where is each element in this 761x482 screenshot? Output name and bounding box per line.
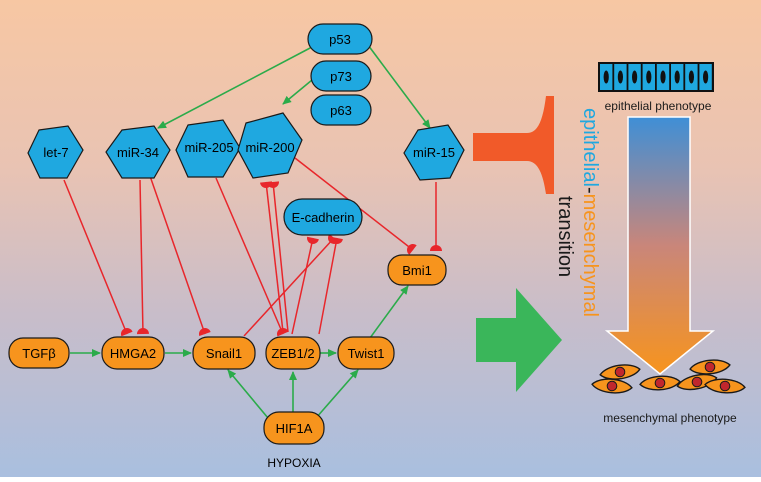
edge-mir15-bmi1 xyxy=(430,182,442,251)
edge-mir200-zeb-b xyxy=(267,181,289,333)
epithelial-cells-icon xyxy=(598,62,714,92)
node-hif1a-label: HIF1A xyxy=(276,421,313,436)
edge-let7-hmga2 xyxy=(63,179,133,337)
edge-p73-mir200 xyxy=(282,79,313,105)
node-tgfb[interactable]: TGFβ xyxy=(8,337,70,369)
node-mir34-label: miR-34 xyxy=(117,145,159,160)
node-snail1-label: Snail1 xyxy=(206,346,242,361)
transition-vertical-label: transition xyxy=(554,196,576,277)
node-mir205[interactable]: miR-205 xyxy=(175,119,241,178)
mesenchymal-phenotype-label: mesenchymal phenotype xyxy=(603,411,737,425)
edge-p53-mir34 xyxy=(157,46,313,129)
node-hmga2-label: HMGA2 xyxy=(110,346,156,361)
node-mir205-label: miR-205 xyxy=(184,140,233,155)
node-p63-label: p63 xyxy=(330,103,352,118)
node-let7[interactable]: let-7 xyxy=(27,125,84,179)
emt-inhibition-arrow xyxy=(473,96,554,194)
node-zeb12-label: ZEB1/2 xyxy=(271,346,314,361)
node-tgfb-label: TGFβ xyxy=(22,346,55,361)
node-p73[interactable]: p73 xyxy=(310,60,372,92)
blue-nodes: p53 p73 p63 let-7 miR-34 miR-205 miR-200 xyxy=(27,23,465,236)
node-ecadherin-label: E-cadherin xyxy=(292,210,355,225)
node-mir200-label: miR-200 xyxy=(245,140,294,155)
node-mir15[interactable]: miR-15 xyxy=(403,124,465,181)
node-p73-label: p73 xyxy=(330,69,352,84)
node-zeb12[interactable]: ZEB1/2 xyxy=(265,336,321,370)
activation-edges xyxy=(70,44,431,419)
edge-mir200-zeb-a xyxy=(260,181,284,333)
edge-snail1-ecadherin xyxy=(243,233,339,337)
edge-p53-mir15 xyxy=(367,44,431,129)
node-hmga2[interactable]: HMGA2 xyxy=(101,336,165,370)
node-mir200[interactable]: miR-200 xyxy=(237,112,303,179)
node-p53[interactable]: p53 xyxy=(307,23,373,55)
mesenchymal-cells-icon xyxy=(591,359,746,394)
edge-twist1-bmi1 xyxy=(369,285,409,339)
hypoxia-label: HYPOXIA xyxy=(267,456,320,470)
node-twist1-label: Twist1 xyxy=(348,346,385,361)
node-let7-label: let-7 xyxy=(43,145,68,160)
node-snail1[interactable]: Snail1 xyxy=(192,336,256,370)
node-hif1a[interactable]: HIF1A xyxy=(263,411,325,445)
node-ecadherin[interactable]: E-cadherin xyxy=(283,198,363,236)
node-bmi1[interactable]: Bmi1 xyxy=(387,254,447,286)
edge-mir34-snail1 xyxy=(149,175,211,336)
emt-activation-arrow xyxy=(476,288,562,392)
node-mir34[interactable]: miR-34 xyxy=(105,125,171,179)
node-p63[interactable]: p63 xyxy=(310,94,372,126)
orange-nodes: TGFβ HMGA2 Snail1 ZEB1/2 Twist1 Bmi1 HIF… xyxy=(8,254,447,445)
emt-vertical-label: epithelial-mesenchymal xyxy=(579,108,601,317)
edge-mir34-hmga2 xyxy=(137,179,149,335)
node-mir15-label: miR-15 xyxy=(413,145,455,160)
emt-gradient-arrow xyxy=(604,116,716,375)
node-twist1[interactable]: Twist1 xyxy=(337,336,395,370)
edge-mir205-zeb xyxy=(215,177,289,337)
epithelial-phenotype-label: epithelial phenotype xyxy=(605,99,712,113)
node-bmi1-label: Bmi1 xyxy=(402,263,432,278)
edge-hif1a-snail1 xyxy=(227,369,269,419)
edge-hif1a-twist1 xyxy=(315,369,359,419)
edge-zeb-ecadherin-a xyxy=(291,236,319,335)
inhibition-edges xyxy=(63,157,442,337)
node-p53-label: p53 xyxy=(329,32,351,47)
